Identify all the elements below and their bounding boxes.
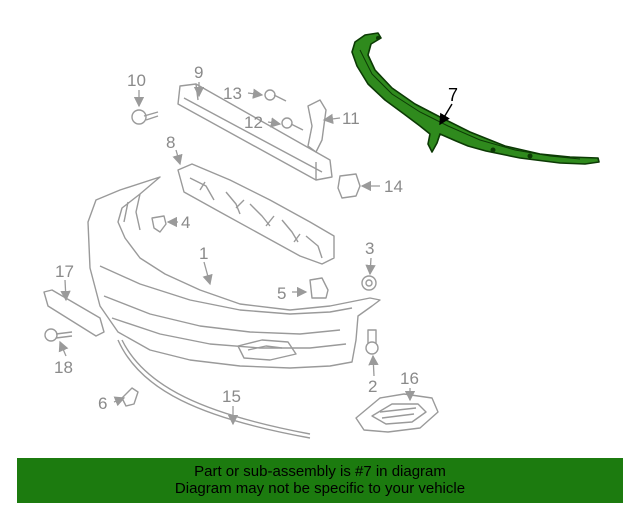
- part-3-nut: [361, 275, 377, 291]
- part-14-retainer: [337, 173, 361, 199]
- part-16-fog-lamp-bezel: [355, 393, 439, 433]
- callout-5: 5: [277, 284, 286, 303]
- part-13-bolt: [264, 89, 287, 102]
- callout-9: 9: [194, 63, 203, 82]
- callout-16: 16: [400, 369, 419, 388]
- part-7-bumper-retainer[interactable]: [351, 32, 600, 165]
- part-11-bracket: [307, 99, 327, 153]
- part-8-energy-absorber: [177, 163, 335, 265]
- part-5-clip: [309, 277, 329, 299]
- part-10-bolt: [131, 109, 159, 125]
- banner-line-1: Part or sub-assembly is #7 in diagram: [194, 463, 446, 480]
- part-12-bolt: [281, 117, 304, 131]
- part-1-bumper-cover: [87, 176, 381, 369]
- part-4-clip: [151, 215, 167, 233]
- exploded-parts-diagram: 10 9 13 12 11 8 14 4 1 3 5 17 18 2 16 15…: [43, 32, 600, 439]
- callout-17: 17: [55, 262, 74, 281]
- part-17-side-bracket: [43, 289, 105, 337]
- callout-15: 15: [222, 387, 241, 406]
- highlight-notice-banner: Part or sub-assembly is #7 in diagram Di…: [17, 458, 623, 503]
- callout-8: 8: [166, 133, 175, 152]
- part-15-molding-strip: [117, 339, 311, 439]
- callout-7-highlighted: 7: [448, 85, 458, 105]
- part-18-screw: [44, 328, 73, 342]
- part-6-clip: [121, 387, 139, 407]
- callout-11: 11: [342, 109, 360, 128]
- callout-6: 6: [98, 394, 107, 413]
- part-2-screw: [365, 329, 379, 355]
- callout-2: 2: [368, 377, 377, 396]
- callout-leader-lines: [58, 82, 453, 426]
- callout-18: 18: [54, 358, 73, 377]
- callout-10: 10: [127, 71, 146, 90]
- callout-12: 12: [244, 113, 263, 132]
- callout-3: 3: [365, 239, 374, 258]
- callout-14: 14: [384, 177, 403, 196]
- callout-13: 13: [223, 84, 242, 103]
- part-9-impact-bar: [177, 83, 333, 181]
- callout-4: 4: [181, 213, 190, 232]
- banner-line-2: Diagram may not be specific to your vehi…: [174, 480, 466, 497]
- callout-1: 1: [199, 244, 208, 263]
